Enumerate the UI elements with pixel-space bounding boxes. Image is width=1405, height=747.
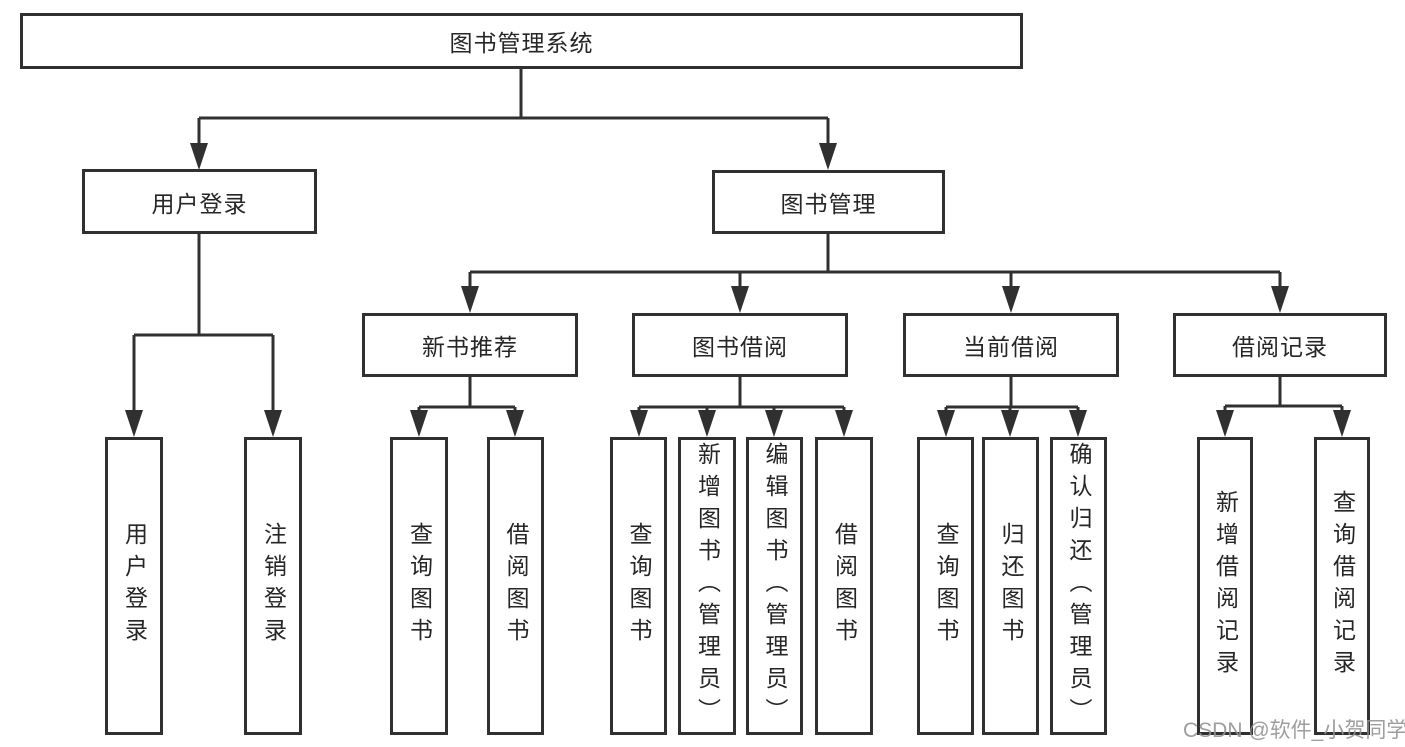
leaf-borrow-add-book-admin-label: 新增图书（管理员） (694, 442, 721, 730)
leaf-record-add-borrow-record-label: 新增借阅记录 (1212, 490, 1239, 682)
leaf-current-query-books-label: 查询图书 (933, 522, 959, 650)
leaf-newbook-borrow-books-label: 借阅图书 (503, 522, 529, 650)
leaf-newbook-query-books: 查询图书 (390, 437, 448, 735)
leaf-current-confirm-return-admin: 确认归还（管理员） (1050, 437, 1107, 735)
leaf-current-query-books: 查询图书 (917, 437, 974, 735)
leaf-logout-label: 注销登录 (260, 522, 287, 650)
leaf-borrow-edit-book-admin: 编辑图书（管理员） (746, 437, 803, 735)
leaf-user-login: 用户登录 (105, 437, 163, 735)
node-user-login: 用户登录 (82, 169, 317, 234)
leaf-borrow-edit-book-admin-label: 编辑图书（管理员） (762, 442, 788, 730)
leaf-record-add-borrow-record: 新增借阅记录 (1197, 437, 1253, 735)
leaf-newbook-borrow-books: 借阅图书 (487, 437, 544, 735)
leaf-borrow-query-books-label: 查询图书 (626, 522, 652, 650)
node-current-borrowing-label: 当前借阅 (963, 334, 1059, 360)
arrowhead-icons (125, 143, 1351, 437)
node-book-borrowing-label: 图书借阅 (692, 334, 788, 360)
leaf-current-confirm-return-admin-label: 确认归还（管理员） (1066, 442, 1092, 730)
leaf-current-return-books-label: 归还图书 (998, 522, 1024, 650)
node-user-login-label: 用户登录 (151, 190, 248, 217)
node-book-borrowing: 图书借阅 (632, 313, 848, 377)
node-borrow-records: 借阅记录 (1173, 313, 1387, 377)
node-library-system-label: 图书管理系统 (449, 30, 594, 56)
node-book-management: 图书管理 (712, 170, 945, 234)
leaf-user-login-label: 用户登录 (121, 522, 148, 650)
watermark: CSDN @软件_小贺同学 (1183, 719, 1405, 742)
leaf-borrow-borrow-books: 借阅图书 (815, 437, 873, 735)
node-new-book-recommend: 新书推荐 (362, 313, 578, 377)
node-library-system: 图书管理系统 (20, 13, 1023, 69)
node-current-borrowing: 当前借阅 (903, 313, 1119, 377)
leaf-borrow-borrow-books-label: 借阅图书 (831, 522, 858, 650)
leaf-logout: 注销登录 (244, 437, 302, 735)
node-book-management-label: 图书管理 (780, 191, 877, 217)
leaf-borrow-query-books: 查询图书 (610, 437, 667, 735)
leaf-current-return-books: 归还图书 (982, 437, 1039, 735)
leaf-borrow-add-book-admin: 新增图书（管理员） (678, 437, 736, 735)
node-borrow-records-label: 借阅记录 (1232, 334, 1328, 360)
edge-lines (132, 68, 1344, 433)
leaf-newbook-query-books-label: 查询图书 (406, 522, 433, 650)
leaf-record-query-borrow-record-label: 查询借阅记录 (1329, 490, 1356, 682)
leaf-record-query-borrow-record: 查询借阅记录 (1314, 437, 1370, 735)
node-new-book-recommend-label: 新书推荐 (422, 334, 518, 360)
